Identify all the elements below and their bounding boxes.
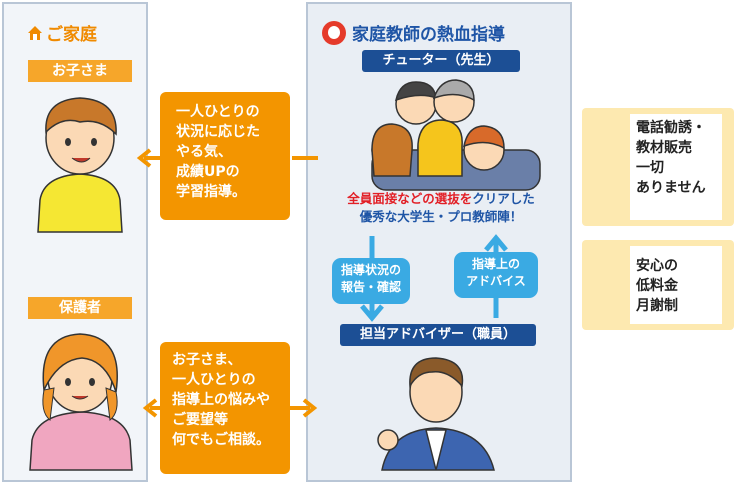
tutors-illustration bbox=[371, 79, 541, 191]
tutor-pitch: 全員面接などの選抜をクリアした 優秀な大学生・プロ教師陣！ bbox=[316, 190, 566, 226]
brand-logo-icon bbox=[322, 20, 346, 45]
low-fee-line-2: 低料金 bbox=[636, 278, 678, 294]
to-child-line-1: 一人ひとりの bbox=[176, 104, 260, 120]
report-line-2: 報告・確認 bbox=[340, 280, 401, 294]
to-child-line-2: 状況に応じた bbox=[176, 124, 260, 140]
consult-line-3: 指導上の悩みや bbox=[172, 392, 270, 408]
no-sales-line-3: 一切 bbox=[636, 160, 664, 176]
no-sales-line-2: 教材販売 bbox=[636, 140, 692, 156]
consult-line-4: ご要望等 bbox=[172, 412, 228, 428]
child-label: お子さま bbox=[28, 60, 132, 82]
advice-line-1: 指導上の bbox=[471, 257, 520, 271]
family-title: ご家庭 bbox=[26, 20, 97, 45]
low-fee-line-1: 安心の bbox=[636, 258, 678, 274]
advice-line-2: アドバイス bbox=[466, 274, 526, 288]
advisor-illustration bbox=[377, 357, 495, 471]
low-fee-line-3: 月謝制 bbox=[636, 298, 678, 314]
arrow-to-child bbox=[136, 148, 318, 168]
no-sales-text: 電話勧誘・ 教材販売 一切 ありません bbox=[630, 114, 722, 220]
parent-label: 保護者 bbox=[28, 297, 132, 319]
parent-consult-message: お子さま、 一人ひとりの 指導上の悩みや ご要望等 何でもご相談。 bbox=[160, 342, 290, 474]
brand-title: 家庭教師の熱血指導 bbox=[322, 20, 505, 45]
no-sales-card: 電話勧誘・ 教材販売 一切 ありません bbox=[582, 108, 734, 226]
brand-title-text: 家庭教師の熱血指導 bbox=[352, 25, 505, 45]
pitch-blue-text-2: 優秀な大学生・プロ教師陣！ bbox=[359, 209, 523, 224]
home-icon bbox=[28, 25, 42, 40]
pitch-red-text: 全員面接などの選抜を bbox=[347, 191, 473, 206]
to-child-line-4: 成績UPの bbox=[176, 164, 240, 180]
no-sales-line-4: ありません bbox=[636, 180, 706, 196]
low-fee-text: 安心の 低料金 月謝制 bbox=[630, 246, 722, 324]
to-child-message: 一人ひとりの 状況に応じた やる気、 成績UPの 学習指導。 bbox=[160, 92, 290, 220]
to-child-line-3: やる気、 bbox=[176, 144, 232, 160]
tutor-label: チューター（先生） bbox=[362, 50, 520, 72]
report-line-1: 指導状況の bbox=[340, 263, 401, 277]
arrow-parent-advisor bbox=[142, 398, 318, 418]
report-bubble: 指導状況の 報告・確認 bbox=[332, 258, 410, 304]
consult-line-2: 一人ひとりの bbox=[172, 372, 256, 388]
consult-line-5: 何でもご相談。 bbox=[172, 432, 270, 448]
low-fee-card: 安心の 低料金 月謝制 bbox=[582, 240, 734, 330]
family-title-text: ご家庭 bbox=[46, 25, 97, 45]
child-illustration bbox=[37, 97, 123, 233]
parent-illustration bbox=[29, 333, 133, 471]
advice-bubble: 指導上の アドバイス bbox=[454, 252, 538, 298]
pitch-blue-text-1: クリアした bbox=[472, 191, 535, 206]
to-child-line-5: 学習指導。 bbox=[176, 184, 246, 200]
consult-line-1: お子さま、 bbox=[172, 352, 242, 368]
advisor-label: 担当アドバイザー（職員） bbox=[340, 324, 536, 346]
no-sales-line-1: 電話勧誘・ bbox=[636, 120, 706, 136]
